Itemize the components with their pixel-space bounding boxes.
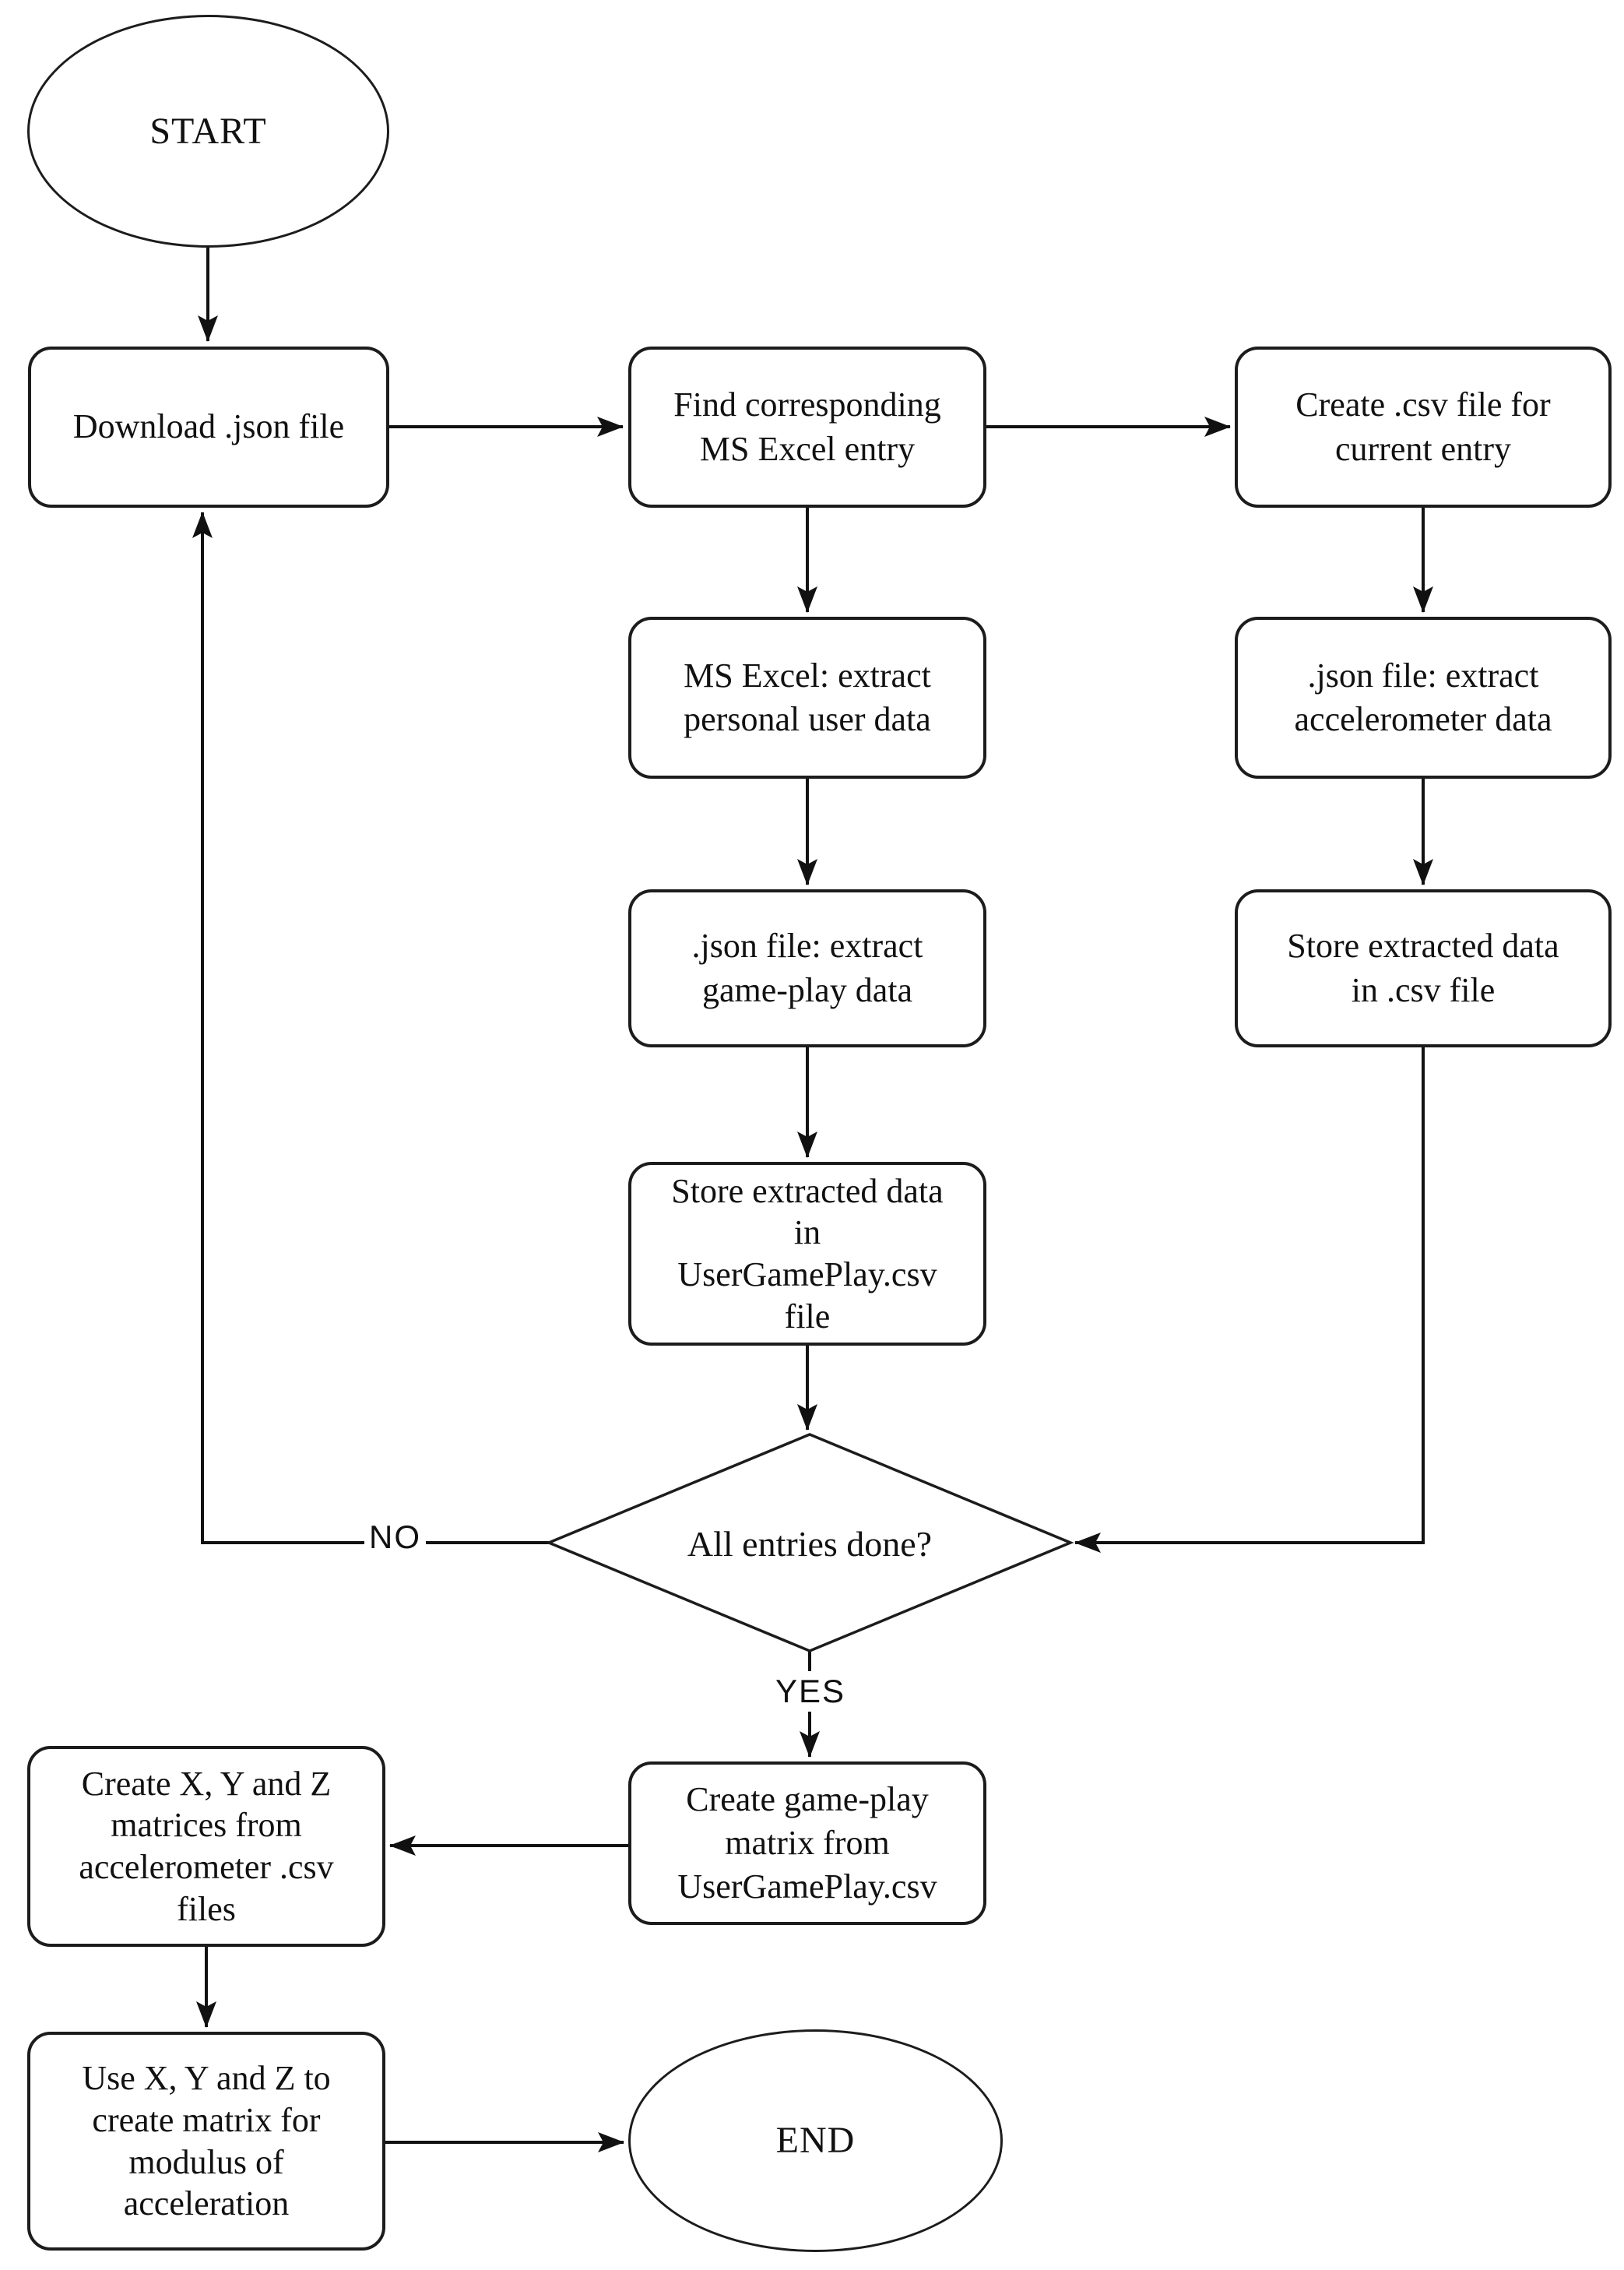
start-label: START: [149, 110, 267, 152]
process-store-csv: Store extracted data in .csv file: [1235, 889, 1612, 1047]
process-json-accelerometer: .json file: extract accelerometer data: [1235, 617, 1612, 779]
edge-label-no: NO: [364, 1517, 426, 1557]
process-label: MS Excel: extract personal user data: [684, 656, 931, 738]
process-label: .json file: extract accelerometer data: [1294, 656, 1552, 738]
start-terminator: START: [27, 15, 389, 248]
process-label: Create X, Y and Z matrices from accelero…: [79, 1764, 334, 1928]
process-label: Store extracted data in .csv file: [1287, 927, 1559, 1009]
process-store-usergameplay: Store extracted data in UserGamePlay.csv…: [628, 1162, 986, 1346]
process-create-gameplay-matrix: Create game-play matrix from UserGamePla…: [628, 1761, 986, 1925]
process-use-xyz-modulus: Use X, Y and Z to create matrix for modu…: [27, 2032, 385, 2251]
process-label: .json file: extract game-play data: [691, 927, 923, 1009]
process-label: Find corresponding MS Excel entry: [673, 385, 941, 468]
process-label: Store extracted data in UserGamePlay.csv…: [671, 1171, 944, 1336]
process-label: Create game-play matrix from UserGamePla…: [677, 1779, 937, 1906]
decision-diamond: [545, 1433, 1074, 1652]
end-label: END: [775, 2120, 856, 2162]
process-label: Download .json file: [72, 407, 345, 446]
process-label: Create .csv file for current entry: [1295, 385, 1551, 468]
process-create-xyz-matrices: Create X, Y and Z matrices from accelero…: [27, 1746, 385, 1947]
edge-decision-no-return: [192, 512, 549, 1544]
edge-label-yes: YES: [771, 1671, 851, 1712]
process-create-csv: Create .csv file for current entry: [1235, 347, 1612, 508]
process-find-excel-entry: Find corresponding MS Excel entry: [628, 347, 986, 508]
process-excel-extract: MS Excel: extract personal user data: [628, 617, 986, 779]
process-download-json: Download .json file: [28, 347, 389, 508]
end-terminator: END: [628, 2029, 1003, 2252]
process-label: Use X, Y and Z to create matrix for modu…: [82, 2059, 331, 2223]
process-json-gameplay: .json file: extract game-play data: [628, 889, 986, 1047]
decision-label: All entries done?: [687, 1523, 933, 1564]
edge-storecsv-decision: [1074, 1047, 1425, 1553]
